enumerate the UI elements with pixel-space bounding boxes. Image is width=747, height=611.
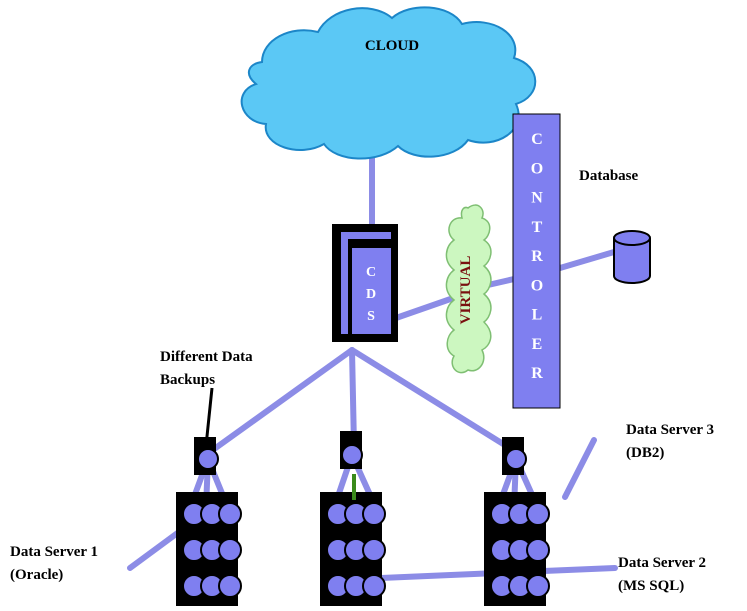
server3-pointer-line <box>562 437 597 500</box>
cds-to-virtual-line <box>393 292 465 321</box>
backups-label-line1: Different Data <box>160 349 253 365</box>
disk-icon <box>362 538 386 562</box>
cds-to-server3-line <box>349 347 519 455</box>
cds-letter: D <box>366 287 376 302</box>
server-rack-2 <box>320 492 386 606</box>
database-label: Database <box>579 168 639 184</box>
disk-icon <box>218 502 242 526</box>
disk-icon <box>526 538 550 562</box>
cds-letter: C <box>366 265 376 280</box>
database-icon <box>613 230 651 284</box>
server2-db: (MS SQL) <box>618 578 684 594</box>
server-rack-1 <box>176 492 242 606</box>
cloud-label: CLOUD <box>365 38 419 54</box>
controller-to-database-line <box>557 249 617 271</box>
disk-icon <box>526 502 550 526</box>
server3-name: Data Server 3 <box>626 422 714 438</box>
cds-to-server2-line <box>349 347 357 449</box>
virtual-shape: VIRTUAL <box>445 204 492 374</box>
controller-letter: R <box>531 365 543 382</box>
virtual-label: VIRTUAL <box>458 256 474 325</box>
controller-letter: R <box>531 248 543 265</box>
virtual-to-controller-line <box>485 276 517 288</box>
disk-icon <box>362 574 386 598</box>
server3-db: (DB2) <box>626 445 664 461</box>
hub-3 <box>502 437 527 475</box>
backups-pointer-line <box>204 387 214 447</box>
controller-letter: N <box>531 190 543 207</box>
server1-db: (Oracle) <box>10 567 63 583</box>
backups-label-line2: Backups <box>160 372 215 388</box>
disk-icon <box>362 502 386 526</box>
hub-1 <box>194 437 219 475</box>
cds-server: C D S <box>332 224 398 342</box>
controller-letter: E <box>532 336 543 353</box>
disk-icon <box>526 574 550 598</box>
controller-letter: T <box>532 219 543 236</box>
controller-letter: L <box>532 307 543 324</box>
controller-letter: C <box>531 131 543 148</box>
cds-to-server1-line <box>207 347 355 455</box>
server-rack-3 <box>484 492 550 606</box>
controller-letter: O <box>531 277 543 294</box>
cloud-shape: CLOUD <box>240 6 537 160</box>
server1-name: Data Server 1 <box>10 544 98 560</box>
hub-2 <box>340 431 363 469</box>
cds-letter: S <box>367 309 375 324</box>
disk-icon <box>218 574 242 598</box>
disk-icon <box>218 538 242 562</box>
server2-name: Data Server 2 <box>618 555 706 571</box>
controller-letter: O <box>531 160 543 177</box>
